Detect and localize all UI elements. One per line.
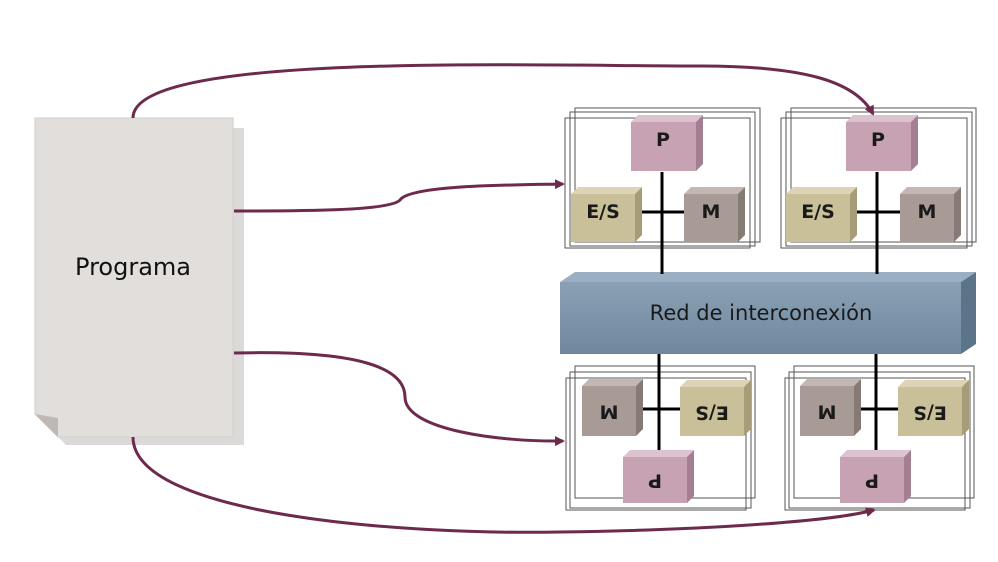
io-label: E/S: [586, 201, 620, 223]
arrow-to-top-left-node: [233, 179, 565, 213]
io-box: E/S: [571, 187, 642, 242]
network-label: Red de interconexión: [650, 301, 873, 325]
processor-box: P: [631, 115, 703, 171]
memory-box: M: [800, 379, 861, 436]
memory-box: M: [582, 379, 643, 436]
processor-label: P: [656, 129, 670, 151]
memory-box: M: [684, 187, 745, 242]
processor-box: P: [623, 450, 694, 503]
arrow-to-top-right-node: [131, 63, 875, 119]
memory-label: M: [918, 201, 937, 223]
program-label: Programa: [75, 253, 191, 281]
node-bottom-left: M E/S P: [565, 354, 756, 511]
processor-label: P: [871, 129, 885, 151]
processor-label: P: [865, 470, 879, 492]
io-box: E/S: [898, 380, 969, 436]
node-bottom-right: M E/S P: [784, 354, 975, 511]
arrow-to-bottom-right-node: [131, 436, 876, 534]
memory-label: M: [702, 201, 721, 223]
io-box: E/S: [680, 380, 751, 436]
interconnection-network: Red de interconexión: [560, 272, 976, 354]
memory-label: M: [818, 401, 837, 423]
memory-box: M: [900, 187, 961, 242]
processor-label: P: [648, 470, 662, 492]
node-top-right: P E/S M: [780, 107, 977, 274]
node-top-left: P E/S M: [564, 107, 761, 274]
memory-label: M: [600, 401, 619, 423]
io-label: E/S: [801, 201, 835, 223]
processor-box: P: [846, 115, 918, 171]
processor-box: P: [840, 450, 911, 503]
arrow-to-bottom-left-node: [233, 351, 565, 447]
program-arrows: [131, 63, 876, 534]
io-label: E/S: [695, 402, 729, 424]
program-document: Programa: [34, 117, 244, 445]
io-box: E/S: [786, 187, 857, 242]
io-label: E/S: [913, 402, 947, 424]
